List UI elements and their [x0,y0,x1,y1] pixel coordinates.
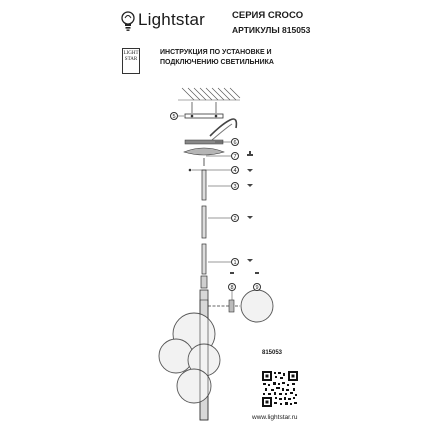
brand-name: Lightstar [138,10,206,29]
callout-7: 7 [231,152,239,160]
rod-segment-3 [201,169,207,201]
callout-1: 1 [231,258,239,266]
rod-segment-1 [201,243,207,275]
light-star-badge: LIGHT STAR [122,48,140,74]
callout-2: 2 [231,214,239,222]
rod-segment-2 [201,205,207,239]
ceiling-hatch [178,87,241,101]
bulb-logo-icon [120,10,136,32]
glass-globe-2 [158,338,194,374]
badge-line-1: LIGHT [123,51,139,56]
qr-code[interactable] [262,371,298,407]
instruction-line-1: ИНСТРУКЦИЯ ПО УСТАНОВКЕ И [160,49,272,56]
callout-4: 4 [231,166,239,174]
detached-globe [240,289,274,323]
instruction-line-2: ПОДКЛЮЧЕНИЮ СВЕТИЛЬНИКА [160,59,274,66]
callout-8: 8 [228,283,236,291]
model-number: 815053 [262,350,283,356]
wire-bundle [209,118,238,137]
series-title: СЕРИЯ CROCO [232,10,304,21]
glass-globe-4 [176,368,212,404]
article-number: АРТИКУЛЫ 815053 [232,25,311,35]
canopy [183,139,225,156]
brand-logo: Lightstar [120,10,220,32]
instruction-title: ИНСТРУКЦИЯ ПО УСТАНОВКЕ И ПОДКЛЮЧЕНИЮ СВ… [160,48,274,68]
callout-3: 3 [231,182,239,190]
callout-5: 5 [170,112,178,120]
website-url[interactable]: www.lightstar.ru [252,414,298,421]
badge-line-2: STAR [124,57,138,62]
callout-9: 9 [253,283,261,291]
mounting-bracket [184,102,224,119]
callout-6: 6 [231,138,239,146]
part-icons [230,151,259,274]
